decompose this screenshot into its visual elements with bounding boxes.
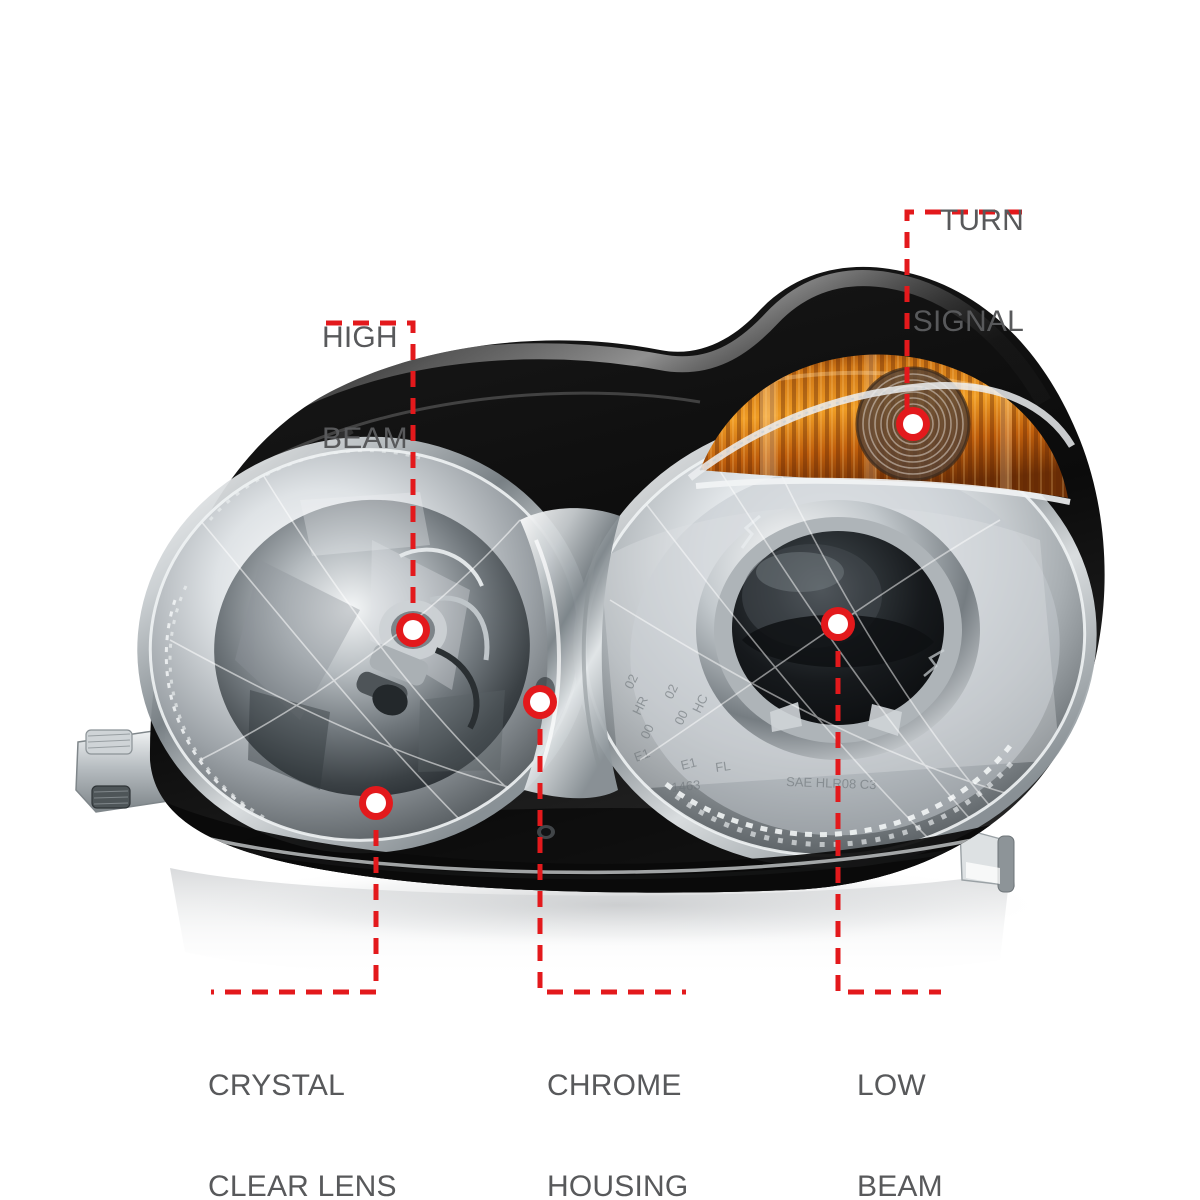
- callout-label-low-beam: LOW BEAM: [857, 1002, 943, 1200]
- svg-text:1463: 1463: [671, 777, 701, 795]
- callout-label-crystal-clear-lens: CRYSTAL CLEAR LENS: [208, 1002, 397, 1200]
- svg-text:HR: HR: [629, 694, 651, 717]
- lens-etching: 02 HR 00 02 00 HC E1 E1 FL 1463 SAE HLR0…: [621, 672, 876, 795]
- callout-dot-low-beam[interactable]: [821, 607, 855, 641]
- callout-dots: [359, 407, 930, 820]
- svg-text:E1: E1: [679, 755, 698, 773]
- callout-label-turn-signal: TURN SIGNAL: [913, 137, 1024, 406]
- callout-line-turn-signal: [904, 209, 1022, 424]
- callout-label-high-beam: HIGH BEAM: [322, 254, 408, 523]
- crystal-clear-lens-left: [137, 436, 593, 854]
- lens-texture-ring: [164, 449, 421, 820]
- callout-line-chrome-housing: [537, 702, 686, 995]
- callout-label-low-beam-line2: BEAM: [857, 1169, 943, 1200]
- callout-dot-crystal-clear-lens[interactable]: [359, 786, 393, 820]
- callout-label-turn-signal-line1: TURN: [939, 204, 1024, 238]
- callout-dot-high-beam[interactable]: [396, 613, 430, 647]
- svg-text:02: 02: [661, 682, 681, 702]
- callout-label-chrome-housing-line2: HOUSING: [547, 1169, 689, 1200]
- svg-text:00: 00: [671, 708, 691, 728]
- callout-dot-turn-signal[interactable]: [896, 407, 930, 441]
- callout-label-low-beam-line1: LOW: [857, 1069, 926, 1103]
- callout-label-turn-signal-line2: SIGNAL: [912, 304, 1024, 338]
- callout-dot-chrome-housing[interactable]: [523, 685, 557, 719]
- svg-text:00: 00: [637, 722, 657, 742]
- callout-label-chrome-housing-line1: CHROME: [547, 1069, 682, 1103]
- svg-text:02: 02: [621, 672, 641, 692]
- mounting-post-right: [959, 827, 1015, 893]
- callout-line-low-beam: [835, 624, 941, 995]
- housing-lower-skirt: [150, 800, 1060, 893]
- svg-text:HC: HC: [689, 692, 711, 715]
- callout-label-high-beam-line1: HIGH: [322, 321, 398, 355]
- callout-label-high-beam-line2: BEAM: [322, 421, 408, 455]
- callout-label-crystal-clear-lens-line1: CRYSTAL: [208, 1069, 346, 1103]
- svg-text:E1: E1: [632, 745, 652, 765]
- callout-line-high-beam: [326, 320, 416, 630]
- svg-text:SAE HLR08 C3: SAE HLR08 C3: [786, 774, 877, 792]
- svg-text:FL: FL: [714, 758, 731, 775]
- callout-line-crystal-clear-lens: [211, 803, 379, 995]
- callout-label-crystal-clear-lens-line2: CLEAR LENS: [208, 1169, 397, 1200]
- callout-label-chrome-housing: CHROME HOUSING: [547, 1002, 688, 1200]
